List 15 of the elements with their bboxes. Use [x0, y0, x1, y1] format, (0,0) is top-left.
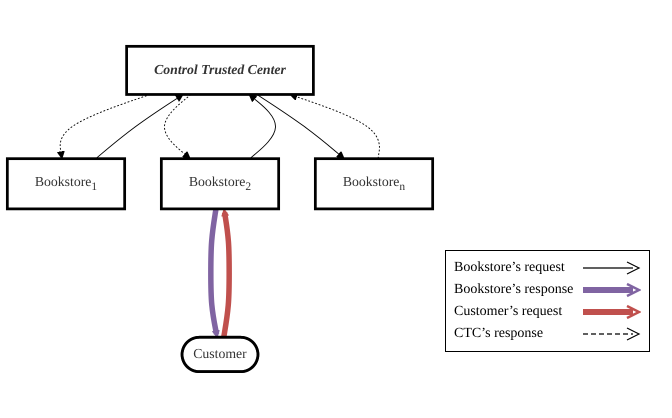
arrow	[164, 94, 192, 160]
arrow	[248, 94, 276, 160]
node-box: Control Trusted Center	[125, 44, 315, 96]
arrow	[220, 208, 232, 338]
arrow	[208, 208, 220, 338]
legend-text: Customer’s request	[454, 304, 562, 320]
node-box: Bookstore$_{2}$	[160, 157, 280, 210]
legend-text: CTC’s response	[454, 326, 544, 342]
arrow	[256, 94, 345, 160]
node-box: Bookstore$_{1}$	[6, 157, 126, 210]
legend-text: Bookstore’s request	[454, 260, 565, 276]
node-box: Bookstore$_{n}$	[314, 157, 434, 210]
legend-text: Bookstore’s response	[454, 282, 574, 298]
arrow	[290, 93, 380, 160]
arrow	[95, 94, 184, 160]
